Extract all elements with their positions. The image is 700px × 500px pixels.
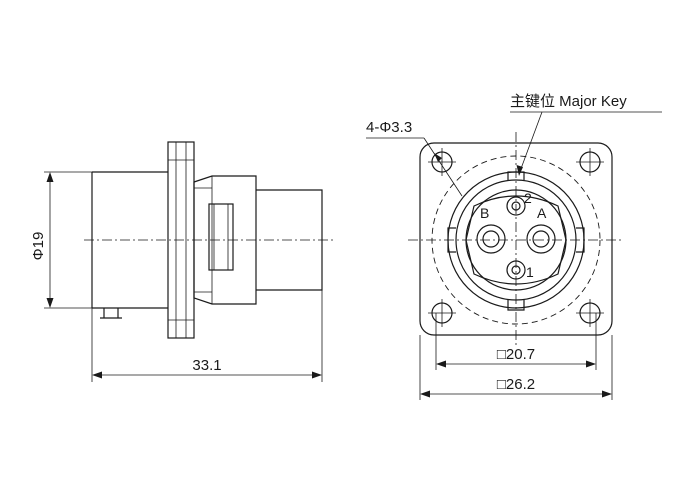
latch-clip xyxy=(208,203,234,271)
outer-square-dimension: □26.2 xyxy=(497,376,535,393)
diameter-dimension: Φ19 xyxy=(30,232,47,261)
length-dimension: 33.1 xyxy=(192,357,221,374)
side-view: Φ19 33.1 xyxy=(30,141,334,382)
front-view: 2 B A 1 4-Φ3.3 主键位 Major Key □20.7 □26.2 xyxy=(366,93,662,400)
pin-label-1: 1 xyxy=(526,264,534,280)
inner-square-dimension: □20.7 xyxy=(497,346,535,363)
mounting-holes xyxy=(428,148,604,327)
insert-body xyxy=(465,195,567,285)
pin-label-2: 2 xyxy=(524,190,532,206)
key-callout: 主键位 Major Key xyxy=(510,93,627,110)
pin-label-a: A xyxy=(537,205,547,221)
ground-pin xyxy=(100,308,122,319)
hole-callout: 4-Φ3.3 xyxy=(366,119,412,136)
pin-label-b: B xyxy=(480,205,489,221)
